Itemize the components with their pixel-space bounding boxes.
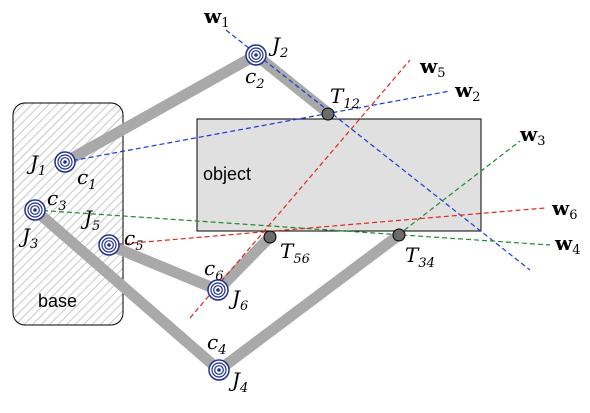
base-label: base: [38, 291, 77, 311]
contact-label-T56: T56: [280, 239, 310, 267]
wrench-label-w1: w1: [203, 4, 230, 31]
wrench-label-w6: w6: [551, 196, 578, 223]
joint-label-J5: J5: [80, 206, 100, 234]
wrench-label-w5: w5: [419, 54, 446, 81]
link-j4-t34: [213, 229, 405, 376]
wrench-line-w3: [397, 140, 521, 236]
wrench-line-w1: [225, 29, 531, 271]
c-label-c6: c6: [204, 256, 223, 284]
joint-label-J4: J4: [228, 368, 248, 396]
contact-point-T34: [392, 228, 406, 242]
link-j2-t12: [250, 49, 334, 119]
joint-J5: [98, 234, 120, 256]
wrench-label-w3: w3: [519, 122, 546, 149]
wrench-lines: [34, 29, 551, 319]
c-label-c1: c1: [77, 165, 96, 193]
link-j6-t56: [212, 231, 276, 296]
joint-J4: [208, 359, 230, 381]
wrench-label-w2: w2: [454, 78, 481, 105]
finger-links: [29, 49, 405, 376]
c-label-c2: c2: [245, 64, 264, 92]
joint-label-J3: J3: [18, 224, 38, 252]
joint-label-J1: J1: [26, 151, 46, 179]
joint-J3: [24, 199, 46, 221]
link-j1-j2: [59, 49, 262, 168]
joint-label-J6: J6: [228, 286, 248, 314]
link-j5-j6: [103, 239, 224, 296]
c-label-c3: c3: [47, 186, 66, 214]
object-label: object: [203, 164, 251, 184]
c-label-c5: c5: [124, 226, 143, 254]
wrench-line-w2: [64, 90, 451, 163]
contact-label-T34: T34: [405, 243, 435, 271]
object-block: [196, 118, 482, 232]
contact-point-T12: [321, 107, 335, 121]
wrench-line-w4: [34, 209, 551, 246]
c-label-c4: c4: [207, 330, 226, 358]
joint-J6: [207, 279, 229, 301]
joint-J1: [54, 151, 76, 173]
joint-label-J2: J2: [268, 33, 288, 61]
joint-J2: [245, 44, 267, 66]
link-j3-j4: [29, 204, 225, 376]
contact-point-T56: [263, 230, 277, 244]
wrench-label-w4: w4: [554, 231, 581, 258]
wrench-line-w5: [189, 59, 411, 319]
contact-label-T12: T12: [330, 84, 360, 112]
wrench-line-w6: [108, 207, 546, 246]
